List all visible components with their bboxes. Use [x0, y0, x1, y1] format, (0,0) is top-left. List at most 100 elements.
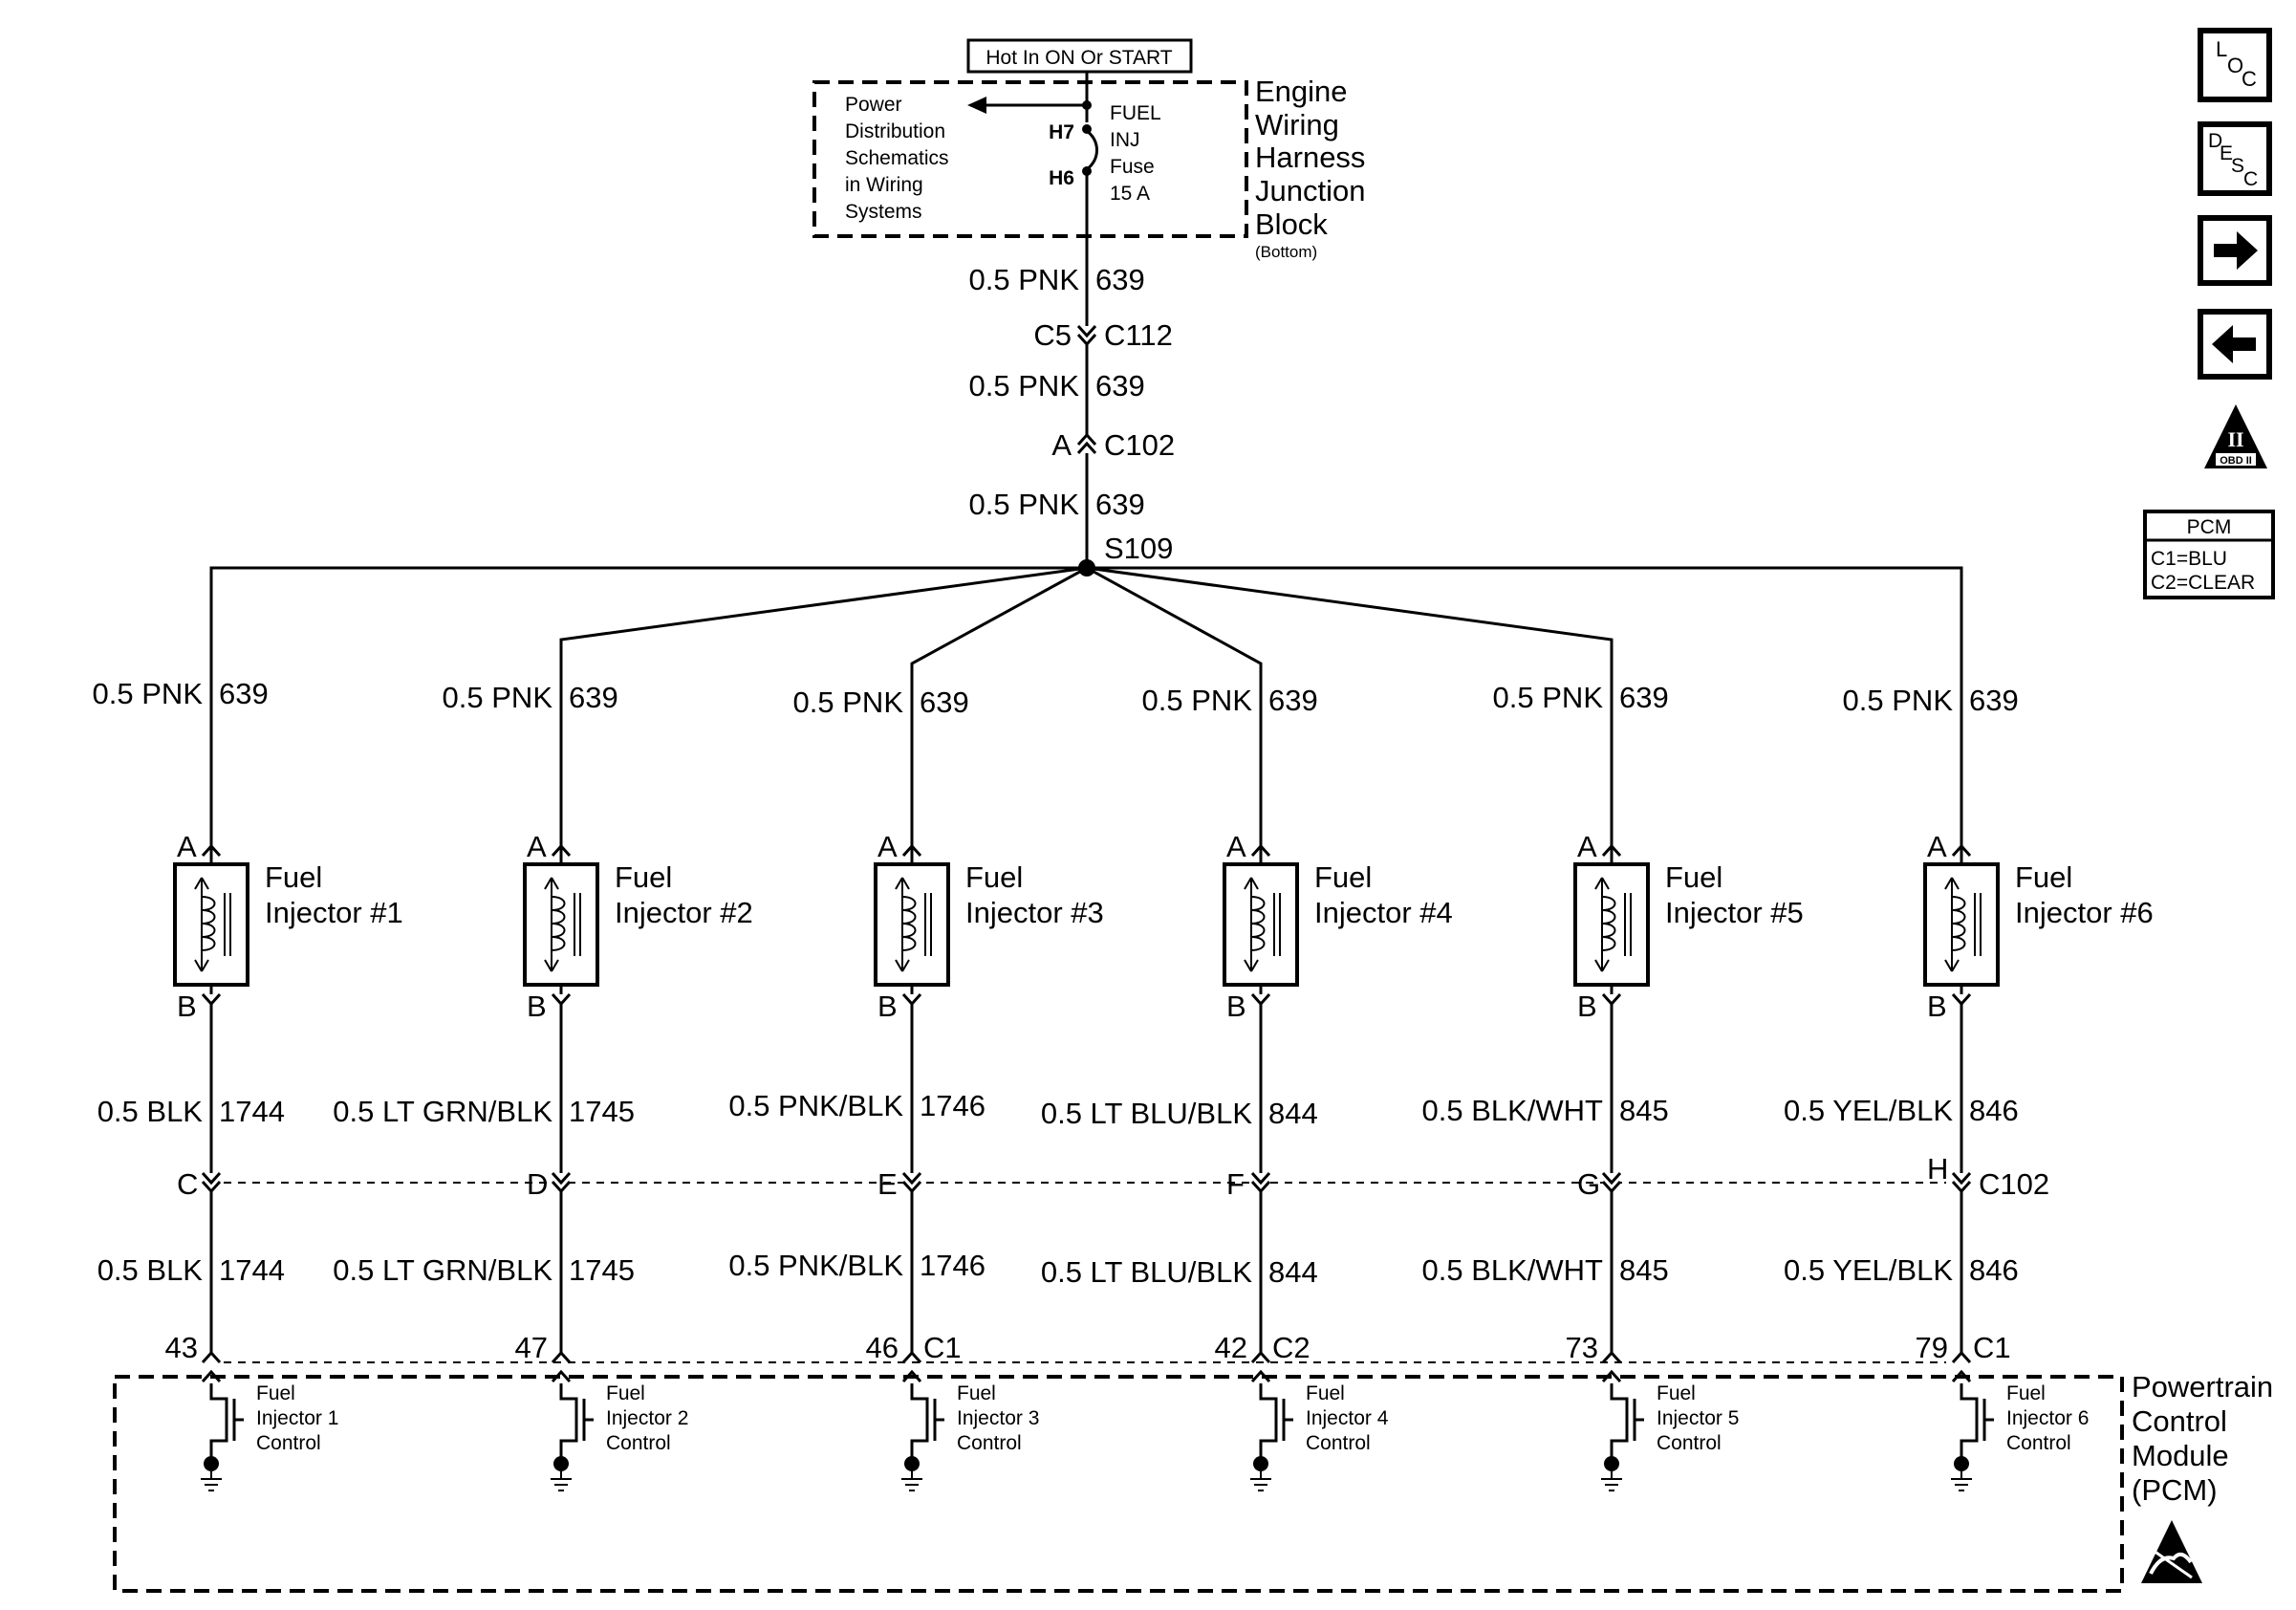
control-wire-circuit-upper: 844 [1268, 1097, 1318, 1130]
injector-name-line2: Injector #6 [2015, 896, 2154, 929]
description-button[interactable]: D E S C [2198, 121, 2272, 196]
control-wire-gauge-upper: 0.5 LT BLU/BLK [1041, 1097, 1252, 1130]
fuse-pin-h7: H7 [1049, 121, 1074, 143]
svg-text:Powertrain: Powertrain [2132, 1370, 2273, 1403]
next-page-button[interactable] [2198, 215, 2272, 286]
ground-icon [1604, 1456, 1619, 1471]
injector-name-line2: Injector #2 [615, 896, 753, 929]
pcm-connector-id: C1 [923, 1331, 962, 1364]
pcm-control-label-1: Fuel [606, 1382, 645, 1404]
svg-text:L: L [2216, 37, 2227, 61]
branch-wire-3 [910, 566, 1088, 847]
injector-name-line1: Fuel [1314, 860, 1372, 894]
obd-ii-icon[interactable]: II OBD II [2204, 404, 2267, 468]
pcm-driver-switch [1259, 1383, 1278, 1458]
ground-icon [1253, 1456, 1268, 1471]
control-wire-circuit-lower: 845 [1619, 1253, 1669, 1287]
injector-pin-b: B [877, 990, 898, 1023]
pcm-pin-number: 47 [515, 1331, 548, 1364]
pcm-connector-legend: PCM C1=BLU C2=CLEAR [2143, 510, 2275, 599]
injector-pin-a-terminal [901, 843, 922, 858]
previous-page-button[interactable] [2198, 309, 2272, 380]
injector-feed-gauge: 0.5 PNK [1142, 684, 1253, 717]
legend-title: PCM [2187, 516, 2232, 538]
esd-sensitive-icon [2141, 1520, 2202, 1583]
svg-text:(Bottom): (Bottom) [1255, 243, 1317, 261]
feed-wire1-circuit: 639 [1095, 263, 1145, 296]
pcm-pin-number: 42 [1215, 1331, 1247, 1364]
injector-pin-a-terminal [201, 843, 222, 858]
feed-wire2-gauge: 0.5 PNK [969, 369, 1080, 402]
pcm-driver-switch [910, 1383, 929, 1458]
c102-terminal [1601, 1171, 1622, 1194]
injector-feed-circuit: 639 [1619, 681, 1669, 714]
injector-feed-circuit: 639 [1969, 684, 2019, 717]
pcm-connector-id: C2 [1272, 1331, 1310, 1364]
pcm-pin-terminal [551, 1350, 572, 1364]
pcm-control-label-2: Injector 3 [957, 1407, 1039, 1429]
injector-feed-circuit: 639 [920, 685, 969, 719]
pcm-control-label-2: Injector 4 [1306, 1407, 1389, 1429]
c102-pin-letter: G [1577, 1167, 1600, 1201]
svg-text:Power: Power [845, 94, 902, 116]
c102-pin-letter: H [1927, 1152, 1948, 1186]
fuel-injector-3-symbol [874, 862, 950, 987]
feed-wire3-circuit: 639 [1095, 488, 1145, 521]
injector-name-line1: Fuel [1665, 860, 1722, 894]
feed-wire2-circuit: 639 [1095, 369, 1145, 402]
control-wire-circuit-upper: 1745 [569, 1095, 635, 1128]
c102-pin-letter: D [527, 1167, 548, 1201]
location-button[interactable]: L O C [2198, 28, 2272, 102]
c102-pin-letter: C [177, 1167, 198, 1201]
connector-c112-symbol [1076, 324, 1097, 347]
svg-text:Wiring: Wiring [1255, 108, 1339, 141]
arrow-right-icon [2214, 231, 2258, 270]
pcm-control-label-3: Control [2006, 1432, 2071, 1454]
fuel-injector-4-symbol [1223, 862, 1299, 987]
pcm-control-label-3: Control [957, 1432, 1022, 1454]
injector-feed-gauge: 0.5 PNK [443, 681, 553, 714]
control-wire-gauge-lower: 0.5 YEL/BLK [1784, 1253, 1953, 1287]
fuel-injector-2-symbol [523, 862, 599, 987]
fuse-pin-h6: H6 [1049, 167, 1074, 189]
pcm-pin-number: 46 [866, 1331, 899, 1364]
fuse-label: FUEL INJ Fuse 15 A [1110, 102, 1161, 205]
injector-feed-gauge: 0.5 PNK [793, 685, 904, 719]
injector-name-line1: Fuel [615, 860, 672, 894]
injector-pin-b: B [1577, 990, 1597, 1023]
svg-text:Junction: Junction [1255, 174, 1365, 207]
injector-pin-b: B [177, 990, 197, 1023]
control-wire-gauge-lower: 0.5 BLK [97, 1253, 204, 1287]
injector-name-line1: Fuel [2015, 860, 2072, 894]
control-wire-circuit-lower: 1744 [219, 1253, 285, 1287]
svg-text:Module: Module [2132, 1439, 2229, 1472]
control-wire-gauge-lower: 0.5 LT GRN/BLK [333, 1253, 552, 1287]
injector-name-line2: Injector #4 [1314, 896, 1453, 929]
injector-pin-a: A [1577, 830, 1597, 863]
pcm-control-label-2: Injector 1 [256, 1407, 338, 1429]
fuel-injector-6-symbol [1923, 862, 2000, 987]
svg-text:C: C [2243, 168, 2258, 190]
svg-text:Fuse: Fuse [1110, 156, 1155, 178]
branch-wire-2 [559, 566, 1088, 847]
injector-name-line1: Fuel [265, 860, 322, 894]
pcm-pin-terminal [1250, 1350, 1271, 1364]
pcm-control-label-2: Injector 2 [606, 1407, 688, 1429]
c102-terminal [1951, 1171, 1972, 1194]
legend-row-c2: C2=CLEAR [2151, 572, 2255, 594]
injector-pin-a-terminal [1250, 843, 1271, 858]
svg-text:Engine: Engine [1255, 75, 1348, 108]
feed-wire1-gauge: 0.5 PNK [969, 263, 1080, 296]
c102-connector-label: C102 [1979, 1167, 2049, 1201]
control-wire-gauge-upper: 0.5 BLK/WHT [1422, 1094, 1604, 1127]
splice-s109-label: S109 [1104, 532, 1173, 565]
injector-feed-circuit: 639 [219, 677, 269, 710]
pcm-pin-terminal [1601, 1350, 1622, 1364]
svg-text:II: II [2227, 427, 2243, 451]
ground-icon [204, 1456, 219, 1471]
pcm-control-label-2: Injector 6 [2006, 1407, 2089, 1429]
control-wire-gauge-upper: 0.5 LT GRN/BLK [333, 1095, 552, 1128]
svg-text:(PCM): (PCM) [2132, 1473, 2218, 1507]
control-wire-gauge-upper: 0.5 BLK [97, 1095, 204, 1128]
ground-icon [904, 1456, 920, 1471]
